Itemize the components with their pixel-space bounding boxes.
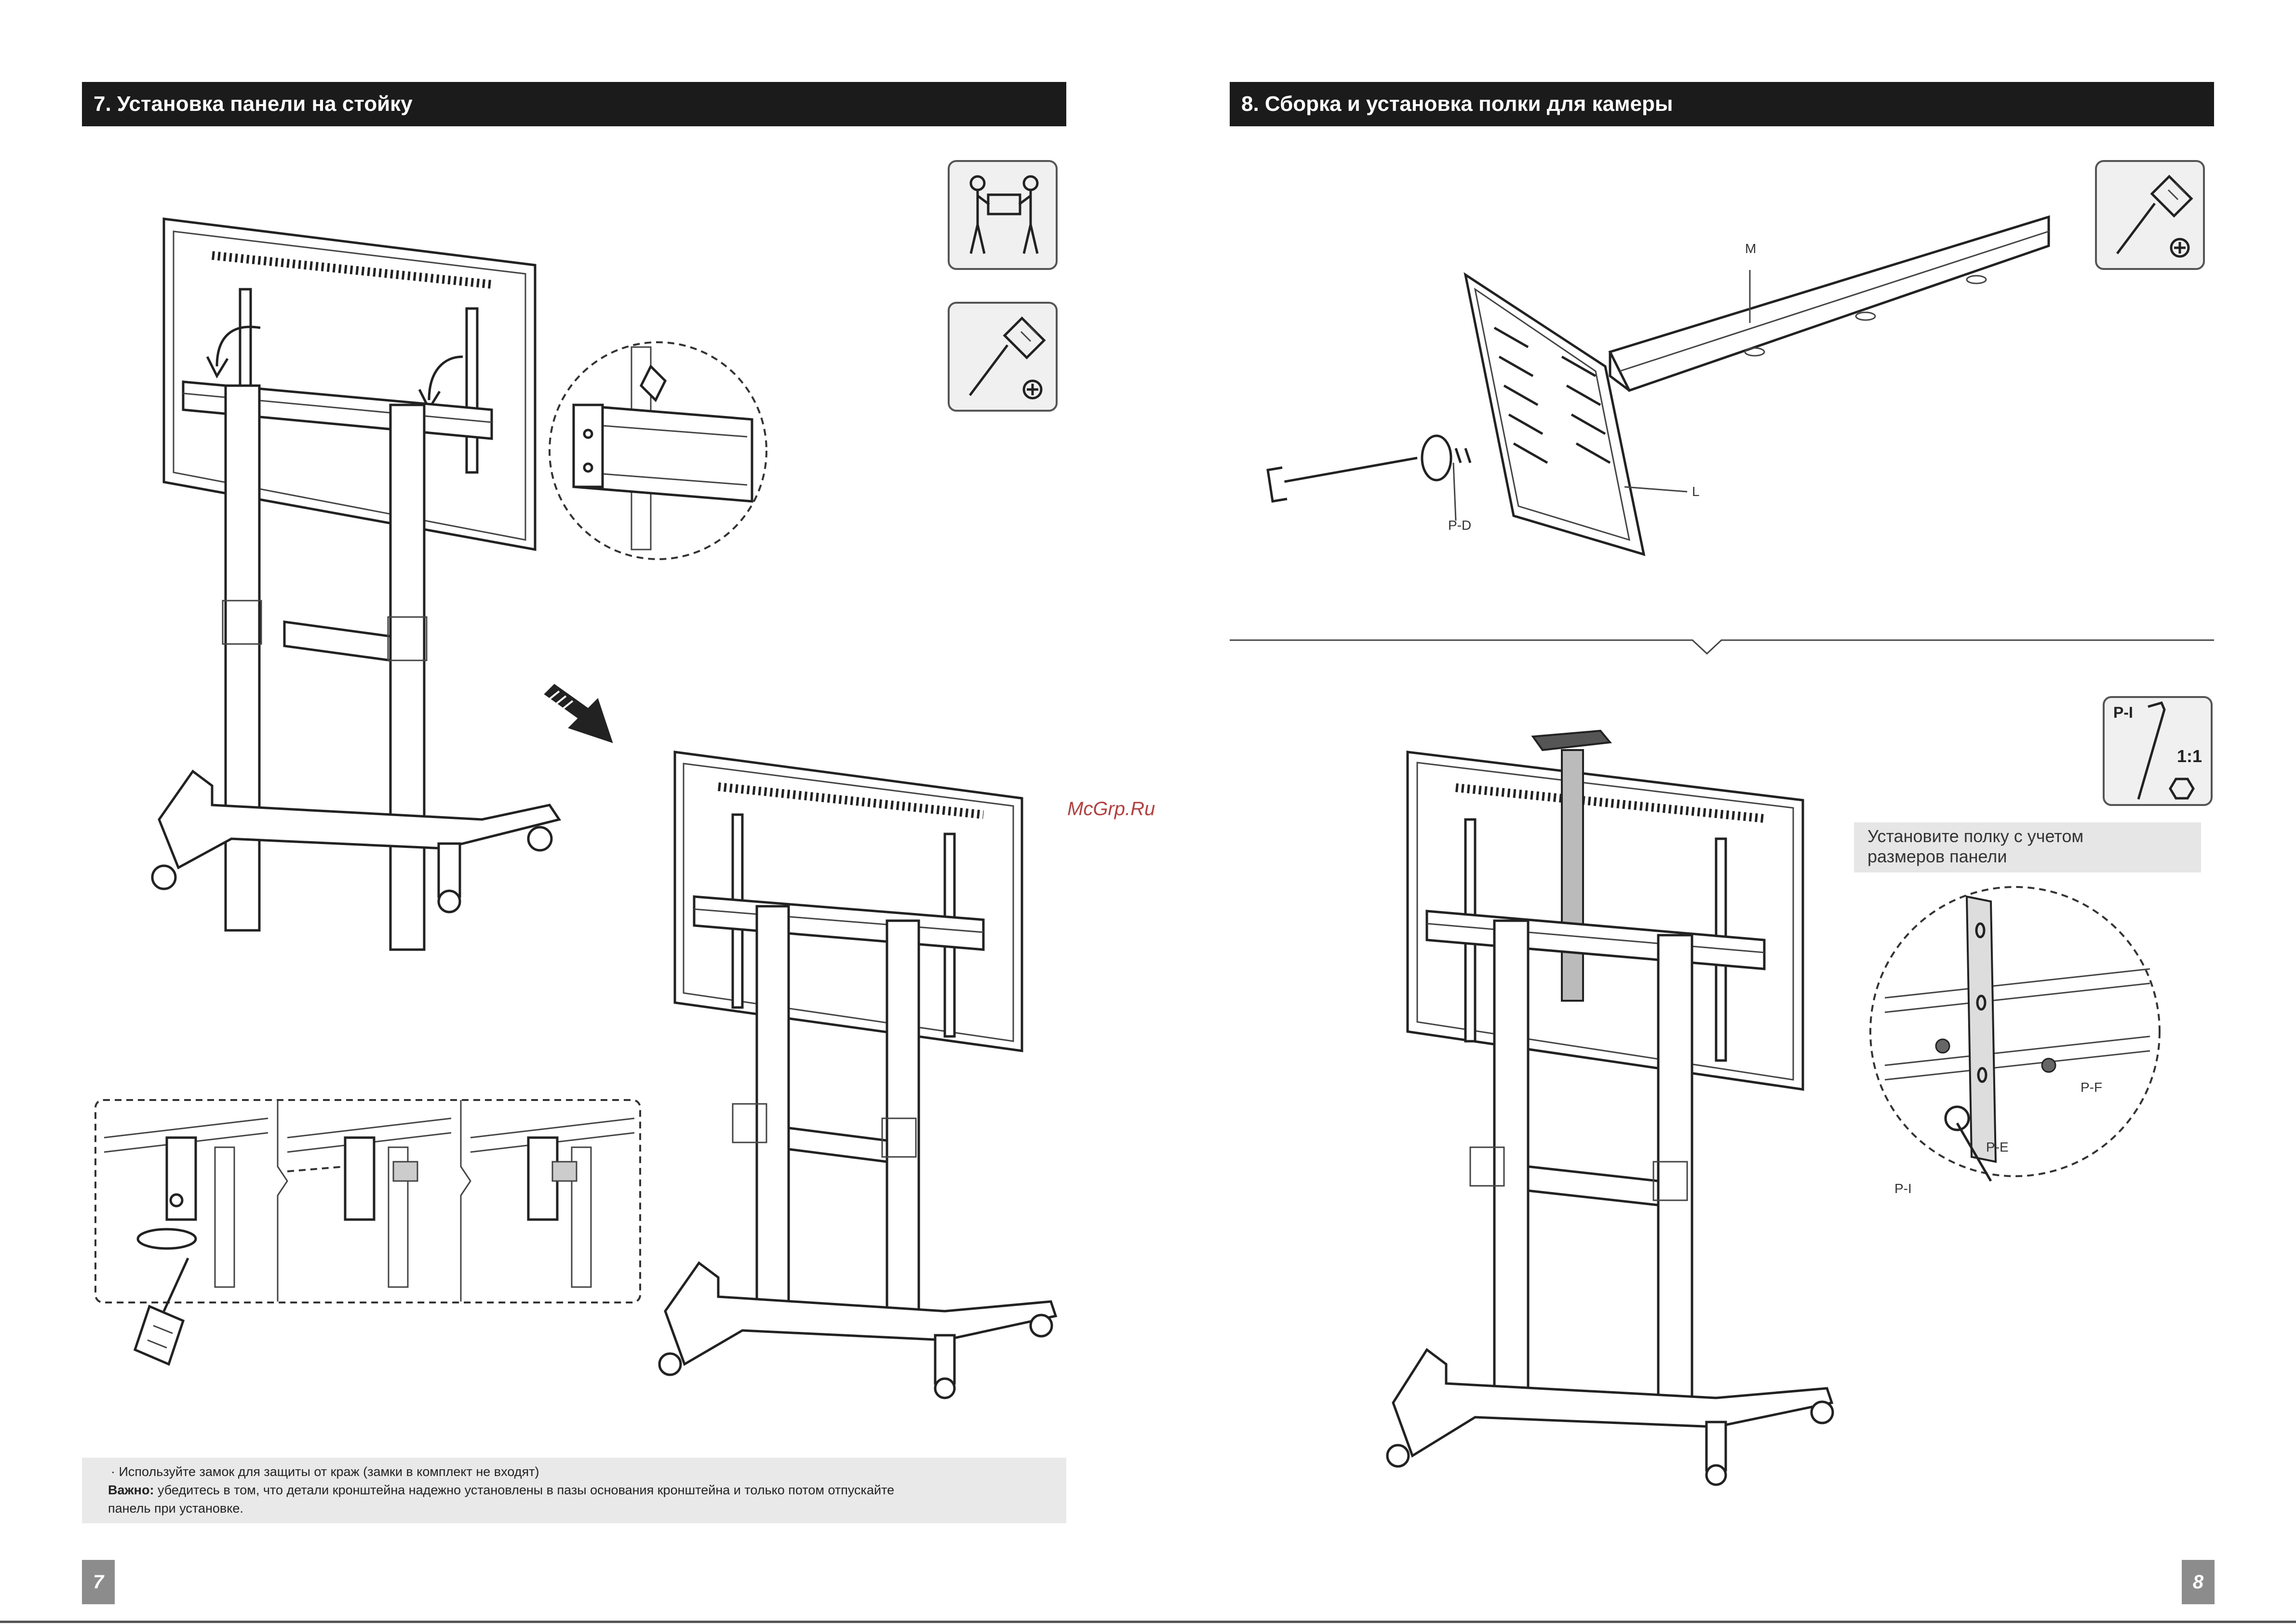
label-p-i: P-I <box>1894 1181 1912 1196</box>
tip-line-1: Установите полку с учетом <box>1867 826 2084 846</box>
hex-key-icon: P-I 1:1 <box>2103 696 2213 806</box>
screwdriver-icon <box>2095 160 2205 270</box>
note-line-2: убедитесь в том, что детали кронштейна н… <box>154 1483 895 1497</box>
note-important-label: Важно: <box>108 1483 154 1497</box>
label-m: M <box>1745 241 1757 256</box>
hex-key-label: P-I <box>2113 704 2133 721</box>
screwdriver-handle <box>133 1257 189 1366</box>
next-step-arrow-icon <box>544 684 613 743</box>
shelf-tip: Установите полку с учетом размеров панел… <box>1854 822 2201 872</box>
tv-stand-illustration <box>151 217 562 951</box>
bracket-detail-circle <box>549 341 767 560</box>
label-l: L <box>1692 484 1700 499</box>
section-7-title: 7. Установка панели на стойку <box>94 92 413 116</box>
section-8-title: 8. Сборка и установка полки для камеры <box>1241 92 1673 116</box>
bottom-edge <box>0 1621 2296 1623</box>
camera-shelf-assembly-illustration <box>1266 215 2050 556</box>
label-p-d: P-D <box>1448 518 1472 533</box>
note-important: Важно: убедитесь в том, что детали кронш… <box>108 1481 1037 1499</box>
tv-stand-mounted-illustration <box>658 751 1058 1399</box>
page-number-right: 8 <box>2182 1560 2215 1604</box>
page-number-left: 7 <box>82 1560 115 1604</box>
label-p-f: P-F <box>2081 1080 2103 1095</box>
screwdriver-icon <box>948 302 1058 412</box>
tv-with-camera-shelf-illustration <box>1386 729 1834 1486</box>
section-7-heading: 7. Установка панели на стойку <box>82 82 1066 126</box>
scale-label: 1:1 <box>2177 746 2202 766</box>
label-p-e: P-E <box>1986 1140 2009 1154</box>
watermark: McGrp.Ru <box>1067 798 1155 819</box>
step-divider <box>1230 639 2214 655</box>
shelf-bracket-detail-circle <box>1869 886 2161 1182</box>
two-people-lift-icon <box>948 160 1058 270</box>
lock-steps-panel <box>94 1099 641 1303</box>
tip-line-2: размеров панели <box>1867 846 2007 866</box>
installation-note: · Используйте замок для защиты от краж (… <box>82 1458 1066 1523</box>
note-line-1: · Используйте замок для защиты от краж (… <box>111 1464 539 1479</box>
section-8-heading: 8. Сборка и установка полки для камеры <box>1230 82 2214 126</box>
note-line-3: панель при установке. <box>108 1501 243 1516</box>
